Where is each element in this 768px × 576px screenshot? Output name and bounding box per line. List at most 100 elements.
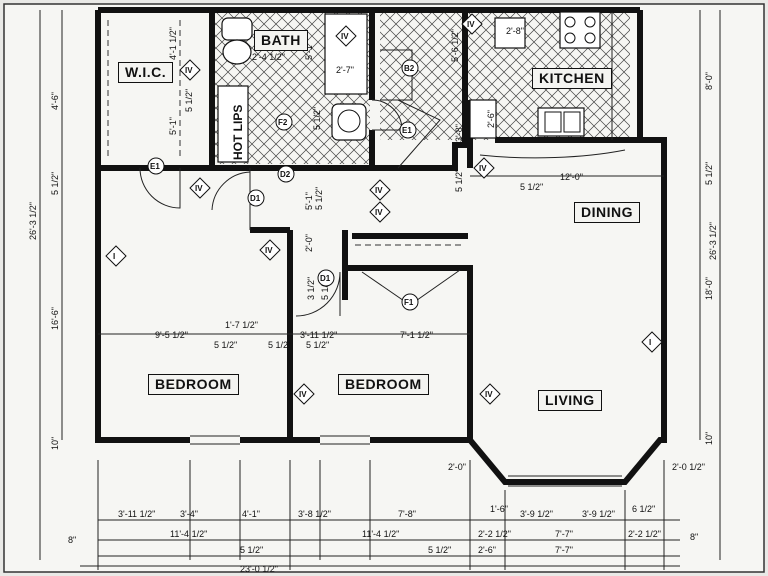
dim-left-top: 4'-6" [50,92,60,110]
dim-row2-item: 2'-2 1/2" [478,529,511,539]
svg-text:F2: F2 [278,118,288,127]
door-tag: F1 [401,293,419,311]
dim-row2-item: 7'-7" [555,529,573,539]
svg-text:B2: B2 [404,64,415,73]
dim-bath-side2: 5'-1" [304,42,314,60]
dim-row1-item: 3'-8 1/2" [298,509,331,519]
dim-row1-item: 7'-8" [398,509,416,519]
kitchen-fixtures [380,11,613,140]
dim-row-2: 11'-4 1/2" 11'-4 1/2" 2'-2 1/2" 7'-7" 2'-2 1… [170,529,661,539]
dim-bed2-wall-b: 5 1/2" [306,340,329,350]
dim-bay-right: 2'-0 1/2" [672,462,705,472]
wall-tag: I [105,245,127,267]
dim-bed2-wall-a: 5 1/2" [268,340,291,350]
dim-row2-item: 11'-4 1/2" [362,529,399,539]
svg-text:IV: IV [185,66,193,75]
door-tag: D2 [277,165,295,183]
svg-text:IV: IV [299,390,307,399]
room-label-bedroom-2: BEDROOM [338,374,429,395]
wall-tag: IV [369,201,391,223]
door-tag: B2 [401,59,419,77]
svg-text:E1: E1 [402,126,412,135]
dim-bath-tub: 2'-7" [336,65,354,75]
dim-row2-item: 11'-4 1/2" [170,529,207,539]
room-label-dining: DINING [574,202,640,223]
dim-bay-diag-r: 6 1/2" [632,504,655,514]
dim-bath-top: 2'-4 1/2" [252,52,285,62]
dim-row1-item: 3'-9 1/2" [520,509,553,519]
dim-bay-diag-l: 1'-6" [490,504,508,514]
svg-text:I: I [113,252,115,261]
dim-kitchen-top: 2'-8" [506,26,524,36]
dim-kitchen-mid: 2'-6" [486,110,496,128]
svg-text:D2: D2 [280,170,291,179]
room-label-kitchen: KITCHEN [532,68,612,89]
dim-right-bottom: 10" [704,432,714,445]
dim-row-3: 5 1/2"5 1/2"2'-6"7'-7" [240,545,573,555]
dim-overall-height-right: 26'-3 1/2" [708,222,718,260]
dim-closet-e: 5 1/2" [320,277,330,300]
dim-row3-item: 5 1/2" [240,545,263,555]
dim-bay-left: 2'-0" [448,462,466,472]
room-label-bedroom-1: BEDROOM [148,374,239,395]
wall-tag: IV [473,157,495,179]
hot-lips-label: HOT LIPS [231,105,245,160]
door-tag: D1 [247,189,265,207]
dim-overall-height-left: 26'-3 1/2" [28,202,38,240]
svg-text:E1: E1 [150,162,160,171]
svg-text:IV: IV [375,186,383,195]
wall-tag: IV [179,59,201,81]
dim-dining-wall: 5 1/2" [520,182,543,192]
svg-text:D1: D1 [320,274,331,283]
svg-text:IV: IV [195,184,203,193]
svg-text:IV: IV [479,164,487,173]
svg-text:IV: IV [341,32,349,41]
room-label-living: LIVING [538,390,602,411]
door-tag: D1 [317,269,335,287]
wall-tag: IV [461,13,483,35]
svg-text:IV: IV [375,208,383,217]
dim-left-mid: 5 1/2" [50,172,60,195]
dim-closet-d: 3 1/2" [306,277,316,300]
dimension-lines [39,10,721,570]
wall-tag: IV [259,239,281,261]
dim-left-bottom: 10" [50,437,60,450]
wall-tag: I [641,331,663,353]
svg-text:IV: IV [467,20,475,29]
dim-row-left-end: 8" [68,535,76,545]
dim-row3-item: 7'-7" [555,545,573,555]
dim-right-mid: 5 1/2" [704,162,714,185]
svg-text:F1: F1 [404,298,414,307]
wall-tag: IV [369,179,391,201]
dim-bed1-gap: 1'-7 1/2" [225,320,258,330]
dim-left-bedroom: 16'-6" [50,307,60,330]
wall-tag: IV [479,383,501,405]
dim-row2-item: 2'-2 1/2" [628,529,661,539]
dim-hall-b: 5 1/2" [454,169,464,192]
door-tag: F2 [275,113,293,131]
dim-right-living: 18'-0" [704,277,714,300]
dim-closet-c: 5 1/2" [314,187,324,210]
dim-row1-item: 3'-11 1/2" [118,509,155,519]
room-label-bath: BATH [254,30,308,51]
svg-text:IV: IV [485,390,493,399]
dim-wic-wall: 5 1/2" [184,89,194,112]
svg-text:IV: IV [265,246,273,255]
svg-text:D1: D1 [250,194,261,203]
dim-wic-width: 4'-1 1/2" [168,27,178,60]
dim-row-right-end: 8" [690,532,698,542]
dim-bed1-wall: 5 1/2" [214,340,237,350]
wall-tag: IV [189,177,211,199]
dim-row1-item: 3'-9 1/2" [582,509,615,519]
room-label-wic: W.I.C. [118,62,174,83]
door-tag: E1 [147,157,165,175]
door-tag: E1 [399,121,417,139]
dim-row1-item: 4'-1" [242,509,260,519]
bath-fixtures [217,13,368,163]
dim-row-1: 3'-11 1/2"3'-4"4'-1"3'-8 1/2"7'-8"3'-9 1… [118,509,615,519]
dim-right-top: 8'-0" [704,72,714,90]
wall-tag: IV [335,25,357,47]
windows [190,435,622,487]
dim-overall-width: 23'-0 1/2" [240,564,278,574]
